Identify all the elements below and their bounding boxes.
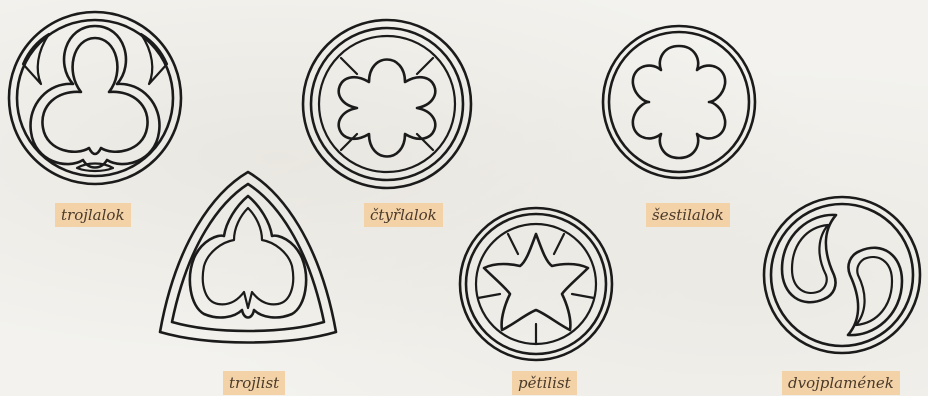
cinquefoil-in-circle-drawing (460, 208, 612, 360)
label-trojlalok: trojlalok (55, 203, 131, 227)
trefoil-in-triangle-drawing (160, 172, 336, 343)
double-mouchette-in-circle-drawing (764, 197, 920, 353)
label-sestilalok: šestilalok (646, 203, 730, 227)
label-petilist: pětilist (512, 371, 577, 395)
label-ctyrlalok: čtyřlalok (364, 203, 443, 227)
label-dvojplamenek: dvojplamének (782, 371, 900, 395)
sexfoil-in-circle-drawing (603, 26, 755, 178)
trefoil-in-circle-drawing (9, 12, 181, 184)
label-trojlist: trojlist (223, 371, 285, 395)
quatrefoil-in-circle-drawing (303, 20, 471, 188)
